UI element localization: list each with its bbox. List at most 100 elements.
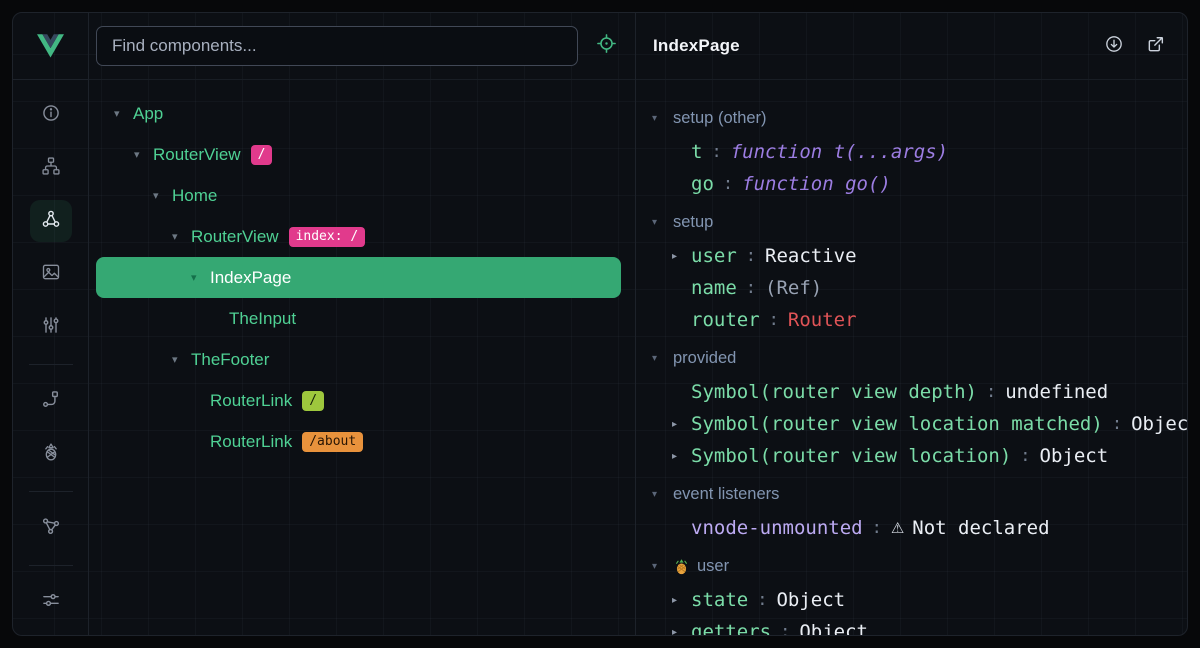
colon-separator (986, 382, 996, 402)
state-key: Symbol(router view location) (691, 445, 1011, 467)
scroll-to-component-button[interactable] (1101, 33, 1127, 59)
sidebar-item-components[interactable] (30, 200, 72, 242)
inspect-component-button[interactable] (591, 31, 621, 61)
state-key: name (691, 277, 737, 299)
state-row-getters[interactable]: getters Object (652, 616, 1187, 635)
state-key: t (691, 141, 702, 163)
tree-row-routerlink-home[interactable]: RouterLink / (96, 380, 621, 421)
caret-down-icon[interactable] (652, 217, 666, 228)
sidebar-item-info[interactable] (30, 94, 72, 136)
component-tree: App RouterView / Home RouterView index: … (89, 80, 635, 462)
tree-row-thefooter[interactable]: TheFooter (96, 339, 621, 380)
state-key: router (691, 309, 760, 331)
selected-component-title: IndexPage (653, 36, 1085, 56)
inspector-header: IndexPage (636, 13, 1187, 80)
vue-logo (13, 13, 88, 80)
components-icon (41, 209, 61, 234)
state-inspector: setup (other) t function t(...args) go f… (636, 80, 1187, 635)
sidebar-item-graph[interactable] (30, 507, 72, 549)
sidebar-item-router[interactable] (30, 380, 72, 422)
component-name: App (133, 104, 163, 124)
sidebar-nav (13, 80, 88, 634)
tree-row-app[interactable]: App (96, 93, 621, 134)
group-label: provided (673, 349, 736, 368)
colon-separator (1020, 446, 1030, 466)
state-row-vnode-unmounted[interactable]: vnode-unmounted Not declared (652, 512, 1187, 544)
state-value: Reactive (765, 245, 857, 267)
caret-down-icon[interactable] (652, 489, 666, 500)
expand-icon[interactable] (672, 451, 691, 462)
state-row-router[interactable]: router Router (652, 304, 1187, 336)
component-name: IndexPage (210, 268, 291, 288)
group-label: event listeners (673, 485, 779, 504)
sidebar-divider (29, 565, 73, 566)
caret-down-icon[interactable] (134, 148, 153, 161)
caret-down-icon[interactable] (652, 561, 666, 572)
state-value: function t(...args) (731, 141, 948, 163)
state-row-user[interactable]: user Reactive (652, 240, 1187, 272)
expand-icon[interactable] (672, 595, 691, 606)
state-row-router-view-location-matched[interactable]: Symbol(router view location matched) Obj… (652, 408, 1187, 440)
search-input[interactable] (96, 26, 578, 66)
warning-icon (891, 519, 904, 537)
group-provided[interactable]: provided (652, 340, 1187, 376)
tree-row-routerview[interactable]: RouterView / (96, 134, 621, 175)
group-setup-other[interactable]: setup (other) (652, 100, 1187, 136)
scroll-to-component-icon (1104, 34, 1124, 59)
caret-down-icon[interactable] (652, 353, 666, 364)
sidebar-item-pinia[interactable] (30, 433, 72, 475)
route-badge: /about (302, 432, 363, 452)
caret-down-icon[interactable] (153, 189, 172, 202)
colon-separator (723, 174, 733, 194)
tree-row-indexpage-selected[interactable]: IndexPage (96, 257, 621, 298)
sidebar-item-pages[interactable] (30, 147, 72, 189)
sidebar-divider (29, 364, 73, 365)
component-name: TheInput (229, 309, 296, 329)
sidebar (13, 13, 89, 635)
sidebar-item-assets[interactable] (30, 253, 72, 295)
state-row-go[interactable]: go function go() (652, 168, 1187, 200)
caret-down-icon[interactable] (172, 230, 191, 243)
caret-down-icon[interactable] (191, 271, 210, 284)
pinia-icon (41, 442, 61, 467)
state-row-t[interactable]: t function t(...args) (652, 136, 1187, 168)
sidebar-item-settings[interactable] (30, 581, 72, 623)
target-icon (596, 33, 617, 59)
state-row-router-view-location[interactable]: Symbol(router view location) Object (652, 440, 1187, 472)
caret-down-icon[interactable] (114, 107, 133, 120)
expand-icon[interactable] (672, 419, 691, 430)
group-pinia-user-store[interactable]: user (652, 548, 1187, 584)
caret-down-icon[interactable] (172, 353, 191, 366)
state-row-state[interactable]: state Object (652, 584, 1187, 616)
caret-down-icon[interactable] (652, 113, 666, 124)
tree-row-routerview-index[interactable]: RouterView index: / (96, 216, 621, 257)
state-row-router-view-depth[interactable]: Symbol(router view depth) undefined (652, 376, 1187, 408)
tree-row-theinput[interactable]: TheInput (96, 298, 621, 339)
expand-icon[interactable] (672, 627, 691, 636)
colon-separator (757, 590, 767, 610)
open-in-editor-button[interactable] (1143, 33, 1169, 59)
group-label: user (697, 557, 729, 576)
group-label: setup (673, 213, 713, 232)
state-key: go (691, 173, 714, 195)
sidebar-item-timeline[interactable] (30, 306, 72, 348)
colon-separator (746, 278, 756, 298)
state-value: function go() (742, 173, 891, 195)
route-badge: index: / (289, 227, 366, 247)
colon-separator (769, 310, 779, 330)
tree-row-routerlink-about[interactable]: RouterLink /about (96, 421, 621, 462)
vue-logo-icon (37, 34, 64, 58)
state-row-name[interactable]: name (Ref) (652, 272, 1187, 304)
expand-icon[interactable] (672, 251, 691, 262)
state-key: state (691, 589, 748, 611)
colon-separator (780, 622, 790, 635)
component-name: RouterView (153, 145, 241, 165)
state-key: Symbol(router view depth) (691, 381, 977, 403)
graph-icon (41, 516, 61, 541)
components-pane: App RouterView / Home RouterView index: … (89, 13, 635, 635)
tree-row-home[interactable]: Home (96, 175, 621, 216)
vue-devtools-window: App RouterView / Home RouterView index: … (12, 12, 1188, 636)
group-setup[interactable]: setup (652, 204, 1187, 240)
inspector-pane: IndexPage setup (other) t function t(...… (635, 13, 1187, 635)
group-event-listeners[interactable]: event listeners (652, 476, 1187, 512)
